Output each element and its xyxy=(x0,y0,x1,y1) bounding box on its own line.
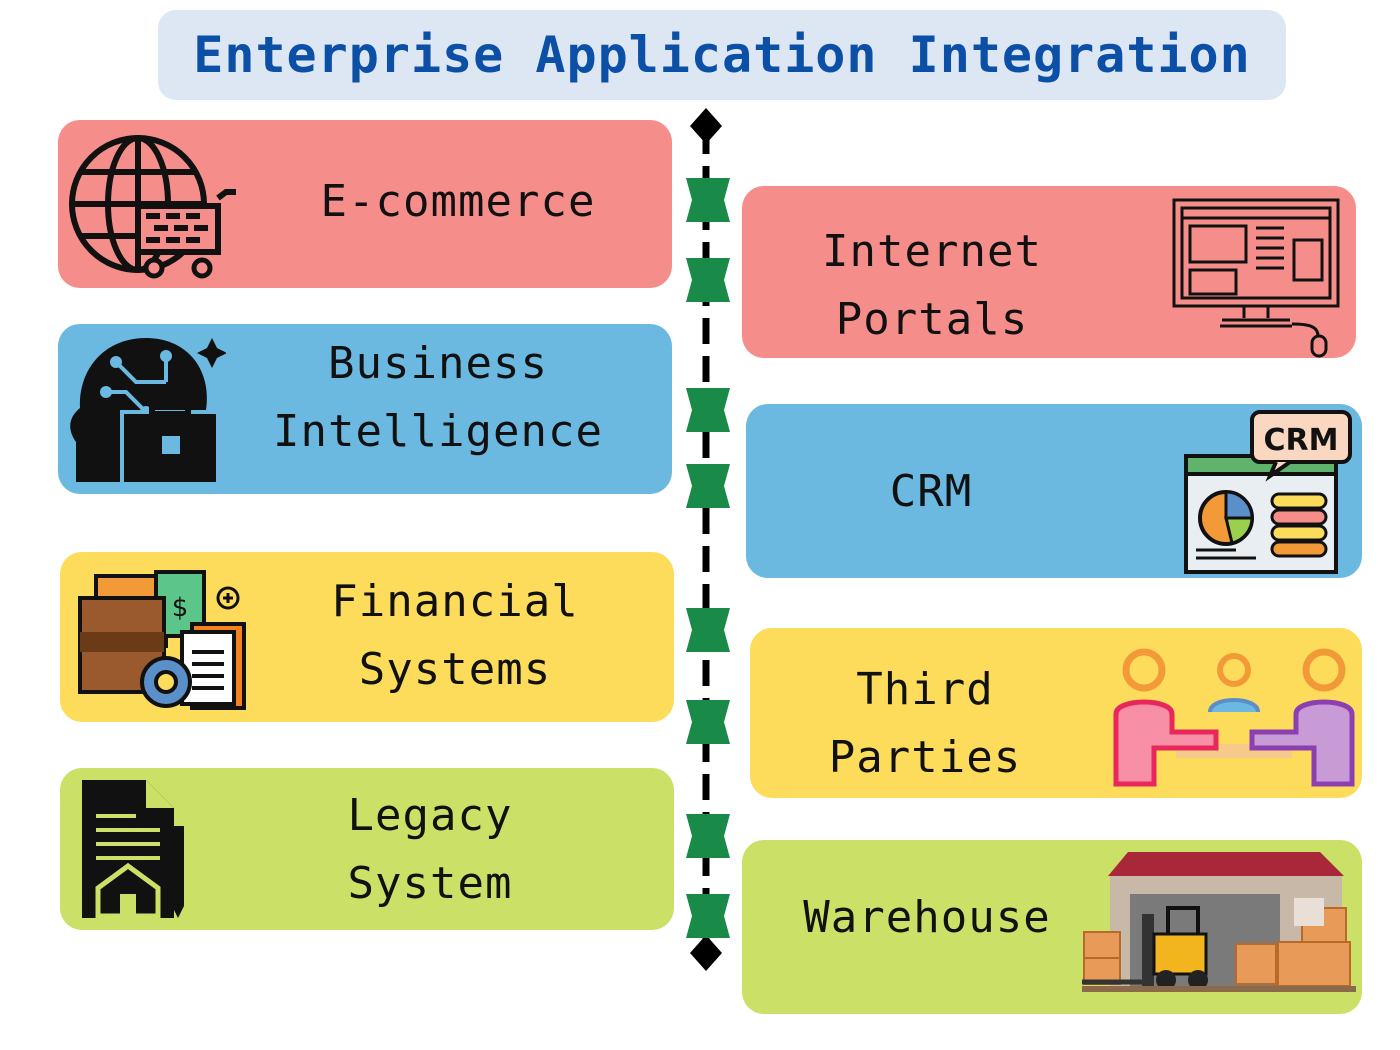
card-label: Third Parties xyxy=(828,664,1022,783)
card-label: Business Intelligence xyxy=(273,338,603,457)
warehouse-forklift-icon xyxy=(1082,852,1356,992)
globe-cart-icon xyxy=(69,135,236,279)
document-house-icon xyxy=(82,780,184,919)
card-label: Warehouse xyxy=(803,892,1051,943)
crm-badge-text: CRM xyxy=(1264,423,1339,458)
card-business-intelligence: Business Intelligence xyxy=(58,324,672,494)
card-third-parties: Third Parties xyxy=(750,628,1362,798)
card-label: Internet Portals xyxy=(822,226,1042,345)
meeting-people-icon xyxy=(1113,648,1355,787)
svg-text:$: $ xyxy=(172,593,189,623)
page-title: Enterprise Application Integration xyxy=(193,26,1251,84)
card-label: E-commerce xyxy=(320,176,596,227)
finance-documents-icon: $ xyxy=(78,570,246,710)
card-crm: CRM CRM xyxy=(746,404,1362,578)
card-financial-systems: Financial Systems $ xyxy=(60,552,674,722)
bus-start-diamond xyxy=(690,108,722,144)
card-internet-portals: Internet Portals xyxy=(742,186,1356,358)
card-e-commerce: E-commerce xyxy=(58,120,672,288)
bus-end-diamond xyxy=(690,935,722,971)
card-legacy-system: Legacy System xyxy=(60,768,674,930)
crm-dashboard-icon: CRM xyxy=(1184,410,1352,574)
title-banner: Enterprise Application Integration xyxy=(158,10,1286,100)
mind-briefcase-icon xyxy=(70,338,226,486)
card-label: Financial Systems xyxy=(331,576,579,695)
card-label: Legacy System xyxy=(347,790,513,909)
card-label: CRM xyxy=(889,466,973,517)
computer-portal-icon xyxy=(1172,198,1340,358)
card-warehouse: Warehouse xyxy=(742,840,1362,1014)
